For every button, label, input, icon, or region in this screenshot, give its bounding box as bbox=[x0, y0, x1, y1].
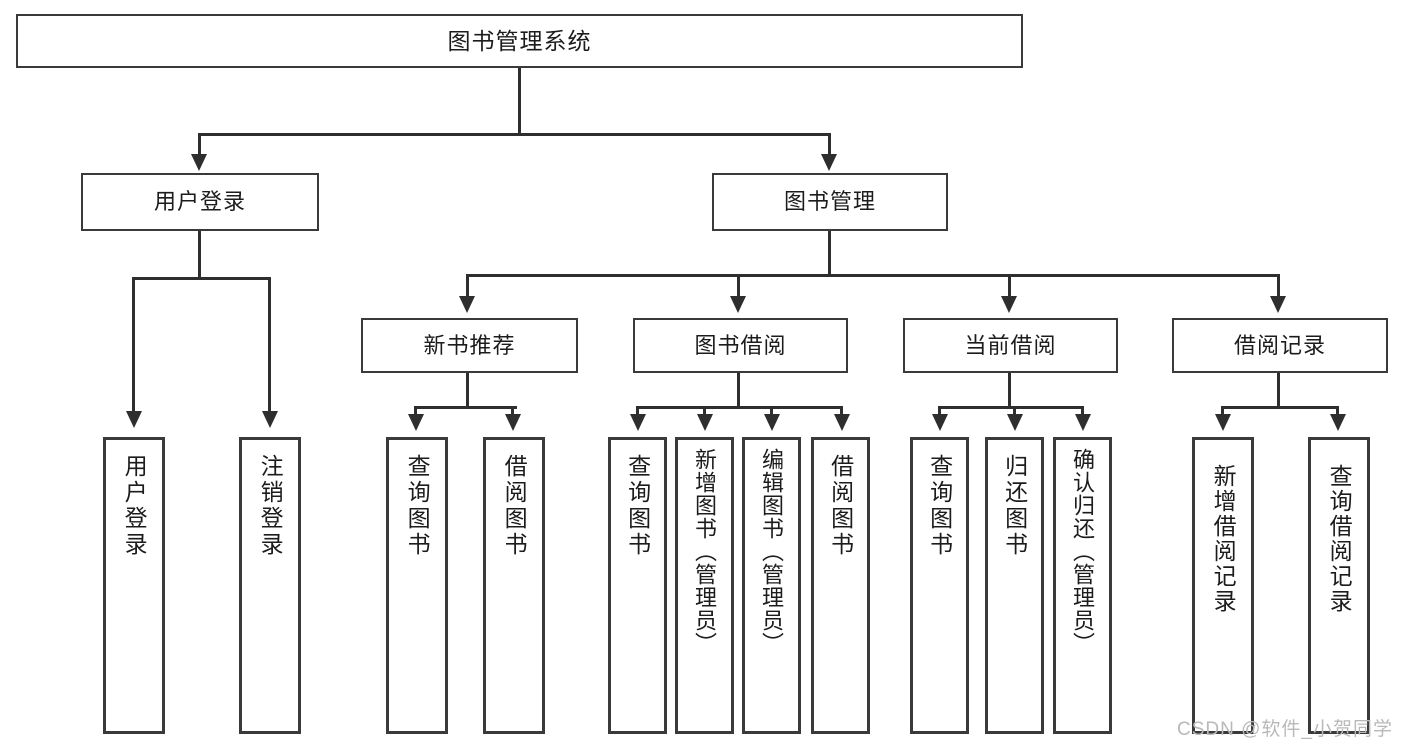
arrow-book-admin-to-borrow-record bbox=[1270, 296, 1286, 313]
arrow-root-to-user-login bbox=[191, 154, 207, 171]
node-br-query-record-label: 查询借阅记录 bbox=[1326, 464, 1353, 614]
connector-new-book-to-leaf1 bbox=[414, 406, 417, 416]
connector-root-stem bbox=[518, 67, 521, 134]
connector-book-admin-to-borrow-record bbox=[1277, 274, 1280, 298]
node-user-logout-leaf[interactable]: 注销登录 bbox=[239, 437, 301, 734]
node-new-book-recommend[interactable]: 新书推荐 bbox=[361, 318, 578, 373]
arrow-user-login-to-leaf2 bbox=[262, 411, 278, 428]
node-br-add-record-label: 新增借阅记录 bbox=[1210, 464, 1237, 614]
node-bb-query-book-label: 查询图书 bbox=[624, 454, 651, 558]
node-cb-return-book[interactable]: 归还图书 bbox=[985, 437, 1044, 734]
node-cb-query-book[interactable]: 查询图书 bbox=[910, 437, 969, 734]
node-nb-borrow-book-label: 借阅图书 bbox=[501, 454, 528, 558]
node-book-borrow[interactable]: 图书借阅 bbox=[633, 318, 848, 373]
node-nb-query-book[interactable]: 查询图书 bbox=[386, 437, 448, 734]
node-current-borrow-label: 当前借阅 bbox=[964, 332, 1057, 358]
arrow-current-borrow-to-leaf2 bbox=[1007, 414, 1023, 431]
connector-book-admin-to-book-borrow bbox=[737, 274, 740, 298]
node-user-login-label: 用户登录 bbox=[153, 189, 246, 215]
node-bb-add-book[interactable]: 新增图书（管理员） bbox=[675, 437, 734, 734]
arrow-book-borrow-to-leaf1 bbox=[630, 414, 646, 431]
node-book-admin[interactable]: 图书管理 bbox=[712, 173, 948, 231]
node-book-admin-label: 图书管理 bbox=[783, 189, 876, 215]
node-borrow-record[interactable]: 借阅记录 bbox=[1172, 318, 1388, 373]
node-borrow-record-label: 借阅记录 bbox=[1233, 332, 1326, 358]
arrow-book-borrow-to-leaf3 bbox=[764, 414, 780, 431]
arrow-book-borrow-to-leaf2 bbox=[697, 414, 713, 431]
connector-new-book-bus bbox=[414, 406, 517, 409]
node-root[interactable]: 图书管理系统 bbox=[16, 14, 1023, 68]
connector-current-borrow-to-leaf2 bbox=[1013, 406, 1016, 416]
arrow-root-to-book-admin bbox=[821, 154, 837, 171]
node-cb-query-book-label: 查询图书 bbox=[926, 454, 953, 558]
arrow-current-borrow-to-leaf1 bbox=[932, 414, 948, 431]
arrow-new-book-to-leaf1 bbox=[408, 414, 424, 431]
connector-book-borrow-to-leaf3 bbox=[770, 406, 773, 416]
connector-borrow-record-bus bbox=[1221, 406, 1339, 409]
connector-root-bus bbox=[198, 133, 831, 136]
arrow-current-borrow-to-leaf3 bbox=[1075, 414, 1091, 431]
connector-current-borrow-to-leaf3 bbox=[1081, 406, 1084, 416]
connector-current-borrow-bus bbox=[938, 406, 1084, 409]
node-current-borrow[interactable]: 当前借阅 bbox=[903, 318, 1118, 373]
connector-book-admin-to-current-borrow bbox=[1008, 274, 1011, 298]
arrow-borrow-record-to-leaf2 bbox=[1330, 414, 1346, 431]
node-cb-return-book-label: 归还图书 bbox=[1001, 454, 1028, 558]
connector-book-admin-to-new-book bbox=[466, 274, 469, 298]
node-bb-borrow-book-label: 借阅图书 bbox=[827, 454, 854, 558]
connector-book-borrow-to-leaf1 bbox=[636, 406, 639, 416]
node-br-add-record[interactable]: 新增借阅记录 bbox=[1192, 437, 1254, 734]
node-nb-borrow-book[interactable]: 借阅图书 bbox=[483, 437, 545, 734]
node-book-borrow-label: 图书借阅 bbox=[694, 332, 787, 358]
connector-new-book-to-leaf2 bbox=[511, 406, 514, 416]
connector-user-login-to-leaf2 bbox=[268, 277, 271, 413]
node-cb-confirm-return-label: 确认归还（管理员） bbox=[1070, 448, 1096, 655]
connector-book-admin-stem bbox=[828, 231, 831, 276]
node-user-logout-leaf-label: 注销登录 bbox=[257, 454, 284, 558]
arrow-book-borrow-to-leaf4 bbox=[834, 414, 850, 431]
arrow-book-admin-to-new-book bbox=[459, 296, 475, 313]
arrow-book-admin-to-book-borrow bbox=[730, 296, 746, 313]
arrow-borrow-record-to-leaf1 bbox=[1215, 414, 1231, 431]
node-bb-edit-book-label: 编辑图书（管理员） bbox=[759, 448, 785, 655]
node-user-login[interactable]: 用户登录 bbox=[81, 173, 319, 231]
node-bb-borrow-book[interactable]: 借阅图书 bbox=[811, 437, 870, 734]
connector-user-login-bus bbox=[132, 277, 270, 280]
arrow-book-admin-to-current-borrow bbox=[1001, 296, 1017, 313]
connector-current-borrow-to-leaf1 bbox=[938, 406, 941, 416]
node-bb-add-book-label: 新增图书（管理员） bbox=[692, 448, 718, 655]
connector-book-admin-bus bbox=[466, 274, 1280, 277]
node-user-login-leaf-label: 用户登录 bbox=[121, 454, 148, 558]
arrow-user-login-to-leaf1 bbox=[126, 411, 142, 428]
connector-book-borrow-to-leaf2 bbox=[703, 406, 706, 416]
node-br-query-record[interactable]: 查询借阅记录 bbox=[1308, 437, 1370, 734]
connector-root-to-book-admin bbox=[828, 133, 831, 156]
connector-user-login-to-leaf1 bbox=[132, 277, 135, 413]
node-nb-query-book-label: 查询图书 bbox=[404, 454, 431, 558]
connector-root-to-user-login bbox=[198, 133, 201, 156]
connector-current-borrow-stem bbox=[1008, 373, 1011, 408]
node-cb-confirm-return[interactable]: 确认归还（管理员） bbox=[1053, 437, 1112, 734]
node-new-book-recommend-label: 新书推荐 bbox=[423, 332, 516, 358]
connector-borrow-record-stem bbox=[1277, 373, 1280, 408]
connector-borrow-record-to-leaf1 bbox=[1221, 406, 1224, 416]
connector-new-book-stem bbox=[466, 373, 469, 408]
node-root-label: 图书管理系统 bbox=[447, 27, 592, 54]
node-bb-query-book[interactable]: 查询图书 bbox=[608, 437, 667, 734]
connector-book-borrow-stem bbox=[737, 373, 740, 408]
node-bb-edit-book[interactable]: 编辑图书（管理员） bbox=[742, 437, 801, 734]
connector-user-login-stem bbox=[198, 231, 201, 279]
node-user-login-leaf[interactable]: 用户登录 bbox=[103, 437, 165, 734]
arrow-new-book-to-leaf2 bbox=[505, 414, 521, 431]
connector-book-borrow-bus bbox=[636, 406, 843, 409]
connector-borrow-record-to-leaf2 bbox=[1336, 406, 1339, 416]
connector-book-borrow-to-leaf4 bbox=[840, 406, 843, 416]
